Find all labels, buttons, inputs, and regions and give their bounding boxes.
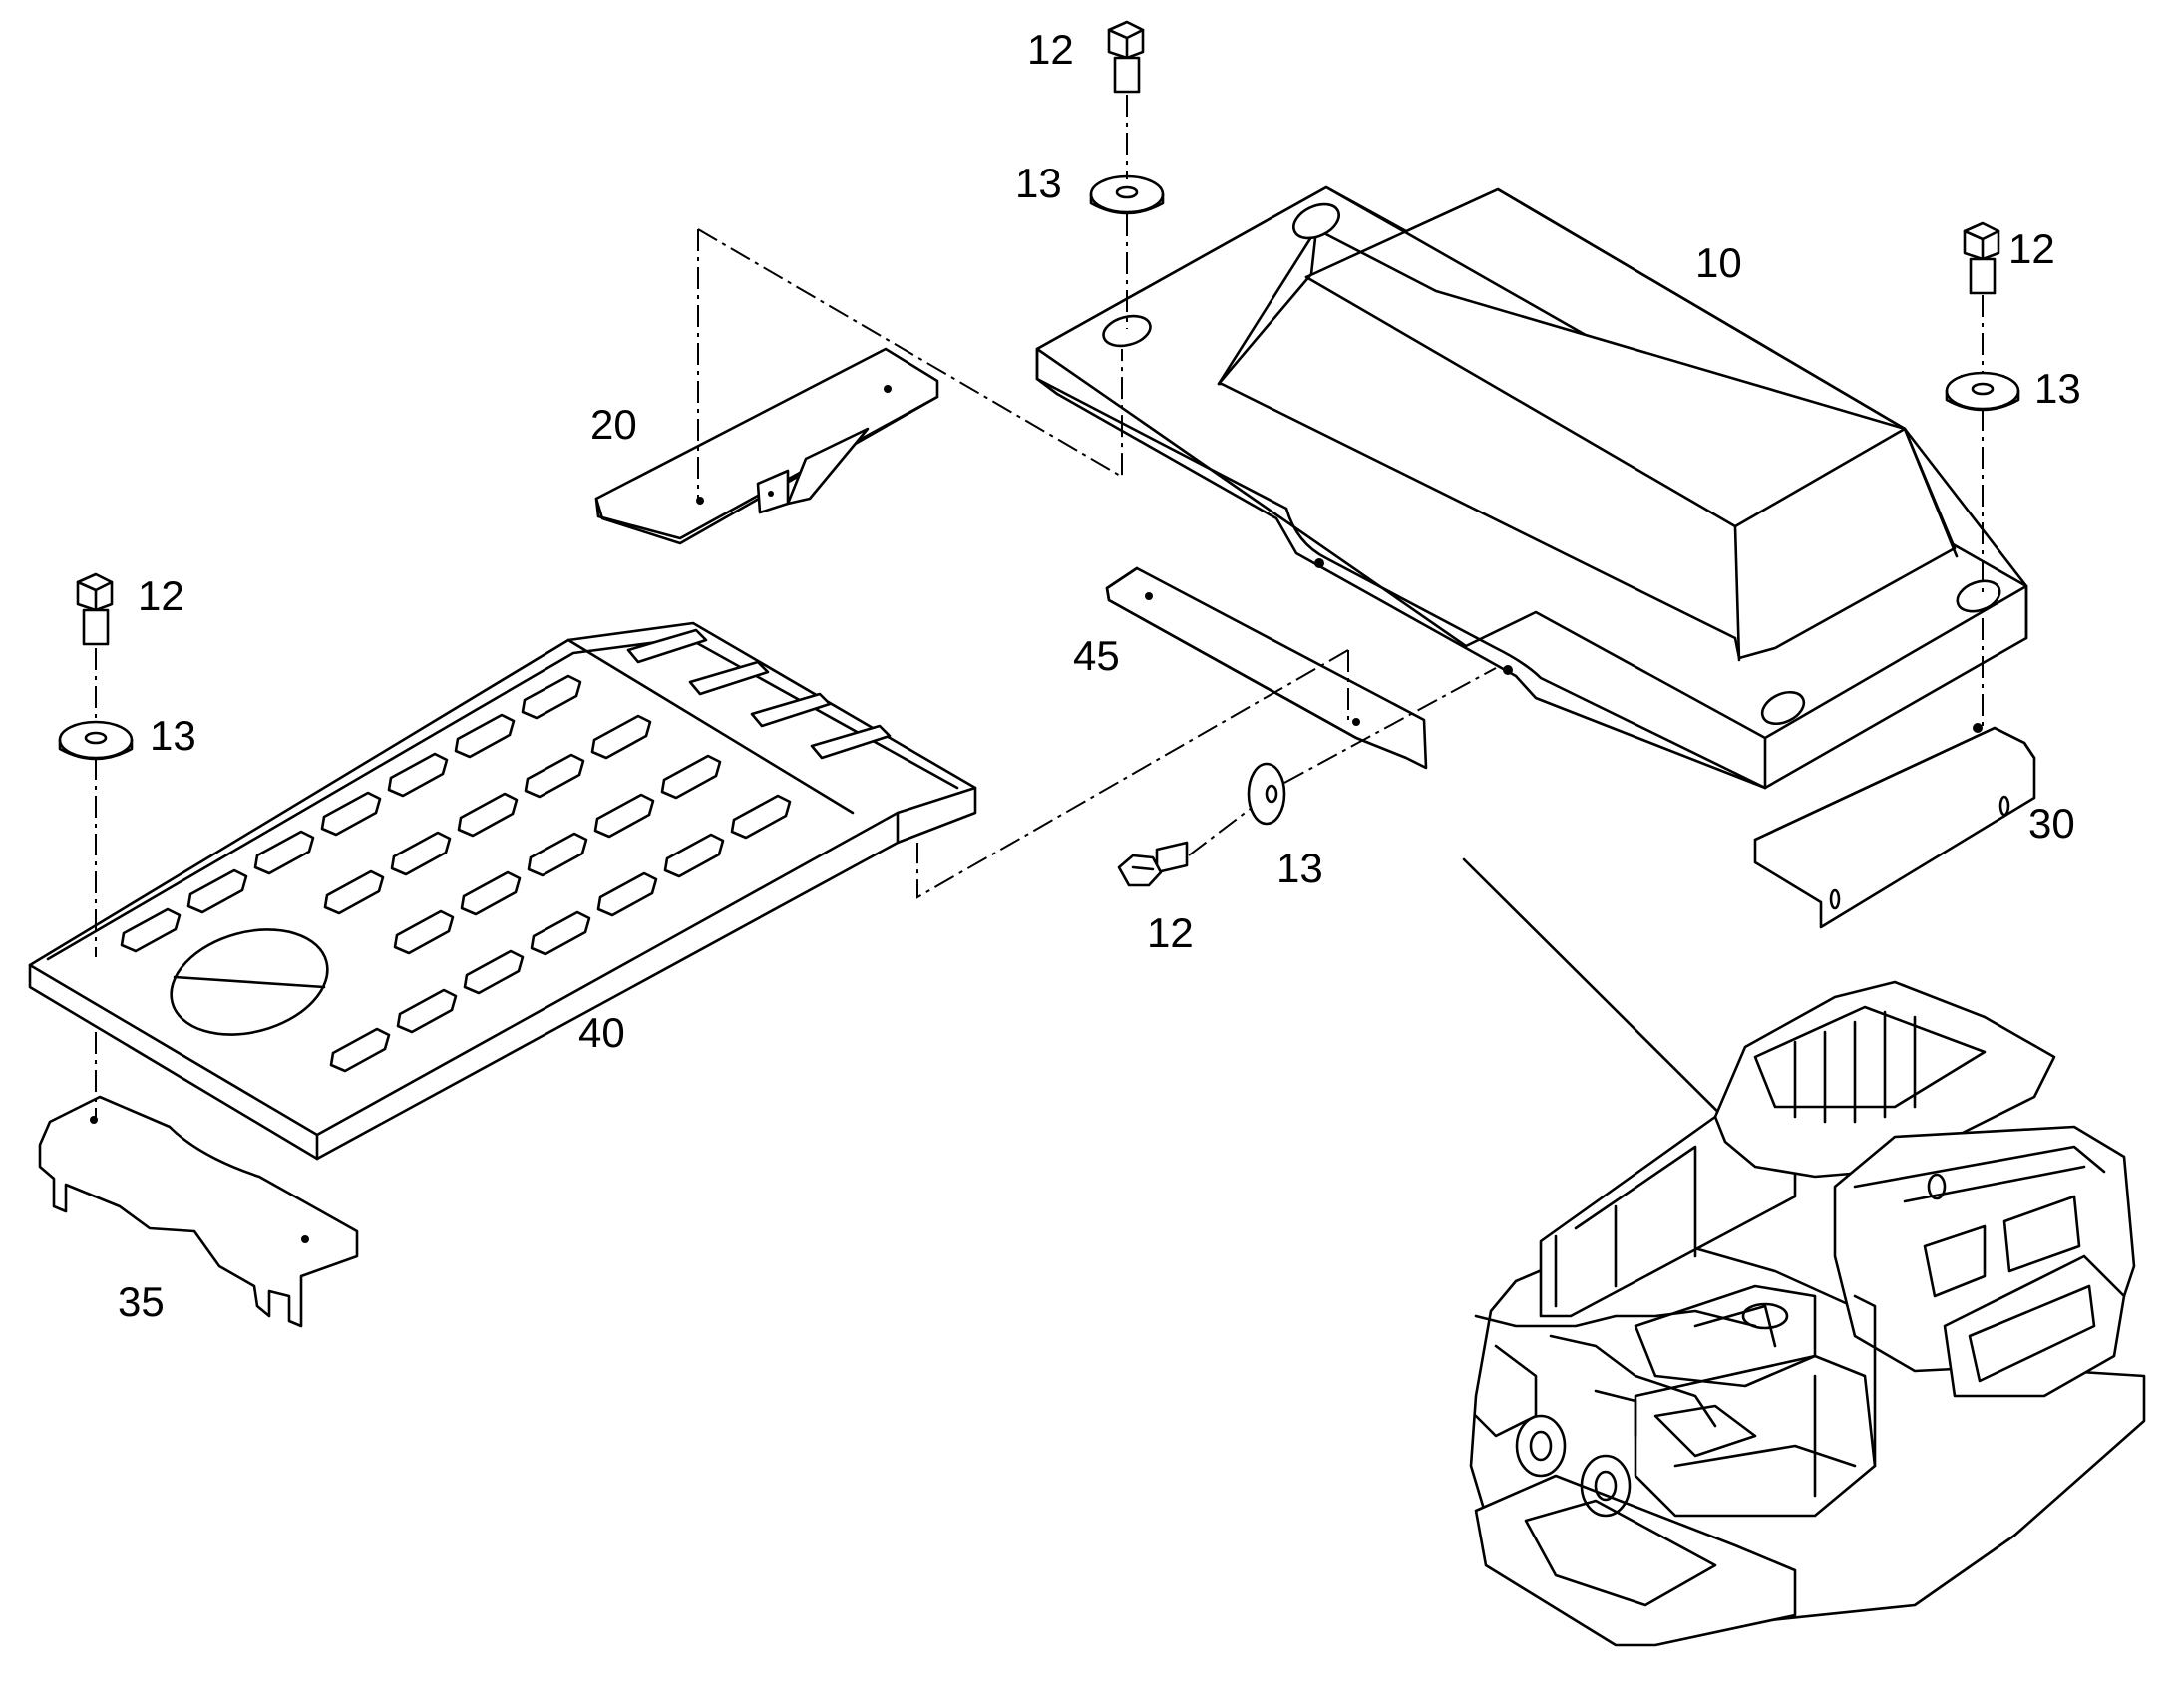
plate-slot — [527, 832, 588, 877]
callout-12-right: 12 — [2008, 225, 2055, 272]
part-20-bracket — [594, 347, 939, 545]
plate-slot — [530, 910, 591, 956]
plate-slot — [593, 793, 655, 839]
raised-slot — [810, 724, 892, 760]
part-10-cover — [1035, 185, 2028, 790]
plate-slot — [596, 871, 658, 917]
callout-13-left: 13 — [150, 712, 196, 759]
part-30-bracket — [1753, 723, 2036, 929]
callout-13-center: 13 — [1276, 845, 1323, 891]
plate-slot — [524, 753, 585, 799]
bolt-12-center — [1117, 841, 1189, 887]
washer-13-left — [58, 720, 134, 761]
plate-slot — [730, 794, 792, 840]
raised-slot — [626, 628, 708, 664]
callout-35: 35 — [118, 1278, 165, 1325]
plate-slot — [120, 907, 182, 953]
assembly-lines — [95, 95, 1984, 1117]
plate-slot — [660, 754, 722, 800]
part-45-bracket — [1105, 566, 1428, 770]
step-plate-slots — [120, 628, 892, 1073]
callout-labels: 12 13 10 12 13 20 12 13 45 30 13 12 40 3… — [118, 26, 2081, 1325]
callout-20: 20 — [590, 401, 637, 448]
callout-45: 45 — [1073, 632, 1120, 679]
plate-slot — [329, 1027, 391, 1073]
plate-slot — [186, 868, 248, 914]
plate-slot — [387, 752, 449, 798]
washer-13-top — [1089, 174, 1165, 215]
plate-slot — [320, 791, 382, 837]
plate-slot — [460, 870, 522, 916]
plate-slot — [390, 831, 452, 876]
raised-slot — [688, 660, 770, 696]
callout-13-top: 13 — [1015, 160, 1062, 206]
callout-10: 10 — [1695, 239, 1742, 286]
washer-13-center — [1247, 762, 1286, 826]
plate-slot — [463, 949, 525, 995]
washer-13-right — [1945, 371, 2020, 412]
plate-slot — [521, 674, 582, 720]
plate-slot — [663, 833, 725, 878]
bolt-12-left — [76, 572, 114, 646]
part-35-bracket — [38, 1095, 359, 1328]
raised-slot — [750, 692, 832, 728]
callout-30: 30 — [2028, 800, 2075, 847]
callout-40: 40 — [578, 1009, 625, 1056]
bolt-12-top — [1107, 20, 1145, 94]
callout-13-right: 13 — [2034, 365, 2081, 412]
plate-slot — [590, 714, 652, 760]
callout-12-top: 12 — [1027, 26, 1074, 73]
machine-overview-inset — [1469, 980, 2146, 1647]
plate-slot — [454, 713, 516, 759]
plate-slot — [457, 792, 519, 838]
plate-slot — [393, 909, 455, 955]
plate-slot — [323, 869, 385, 915]
callout-12-center: 12 — [1147, 909, 1194, 956]
bolt-12-right — [1963, 221, 2000, 295]
plate-slot — [253, 830, 315, 875]
plate-slot — [396, 988, 458, 1034]
callout-12-left: 12 — [138, 572, 184, 619]
